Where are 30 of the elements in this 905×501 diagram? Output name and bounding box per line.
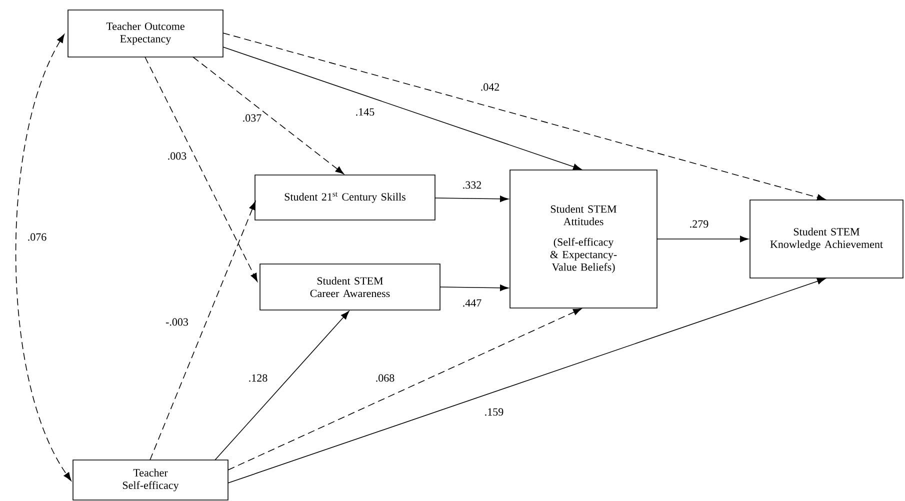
path-coefficient: .076 [28, 233, 46, 241]
path-arrow [228, 308, 582, 470]
path-arrow [434, 196, 509, 202]
path-arrow [228, 278, 826, 484]
variable-box: Teacher Self-efficacy [72, 460, 228, 500]
path-arrow [144, 56, 258, 282]
path-coefficient: .128 [249, 374, 268, 382]
path-arrow [222, 32, 826, 201]
path-arrow [440, 284, 509, 292]
path-coefficient: .279 [690, 220, 708, 228]
path-coefficient: -.003 [166, 318, 188, 326]
correlation-arrow [15, 34, 72, 481]
path-coefficient: .068 [376, 374, 394, 382]
path-arrow [214, 310, 350, 460]
path-coefficient: .037 [243, 114, 262, 122]
variable-box: Teacher Outcome Expectancy [68, 10, 224, 58]
path-arrow [222, 46, 582, 170]
path-arrow [150, 201, 256, 460]
variable-box: Student 21$^{st}$ Century Skills [254, 174, 436, 220]
path-coefficient: .159 [485, 408, 504, 416]
path-coefficient: .003 [168, 152, 186, 160]
path-coefficient: .447 [463, 299, 482, 307]
variable-box: Student STEM Knowledge Achievement [750, 200, 904, 278]
variable-box: Student STEM Attitudes (Self-efficacy & Expectancy-Value Beliefs) [510, 170, 658, 308]
path-coefficient: .145 [356, 108, 374, 116]
path-coefficient: .332 [463, 181, 482, 189]
path-arrow [192, 56, 344, 174]
path-arrow [656, 236, 749, 242]
path-coefficient: .042 [481, 83, 500, 91]
variable-box: Student STEM Career Awareness [260, 264, 440, 310]
